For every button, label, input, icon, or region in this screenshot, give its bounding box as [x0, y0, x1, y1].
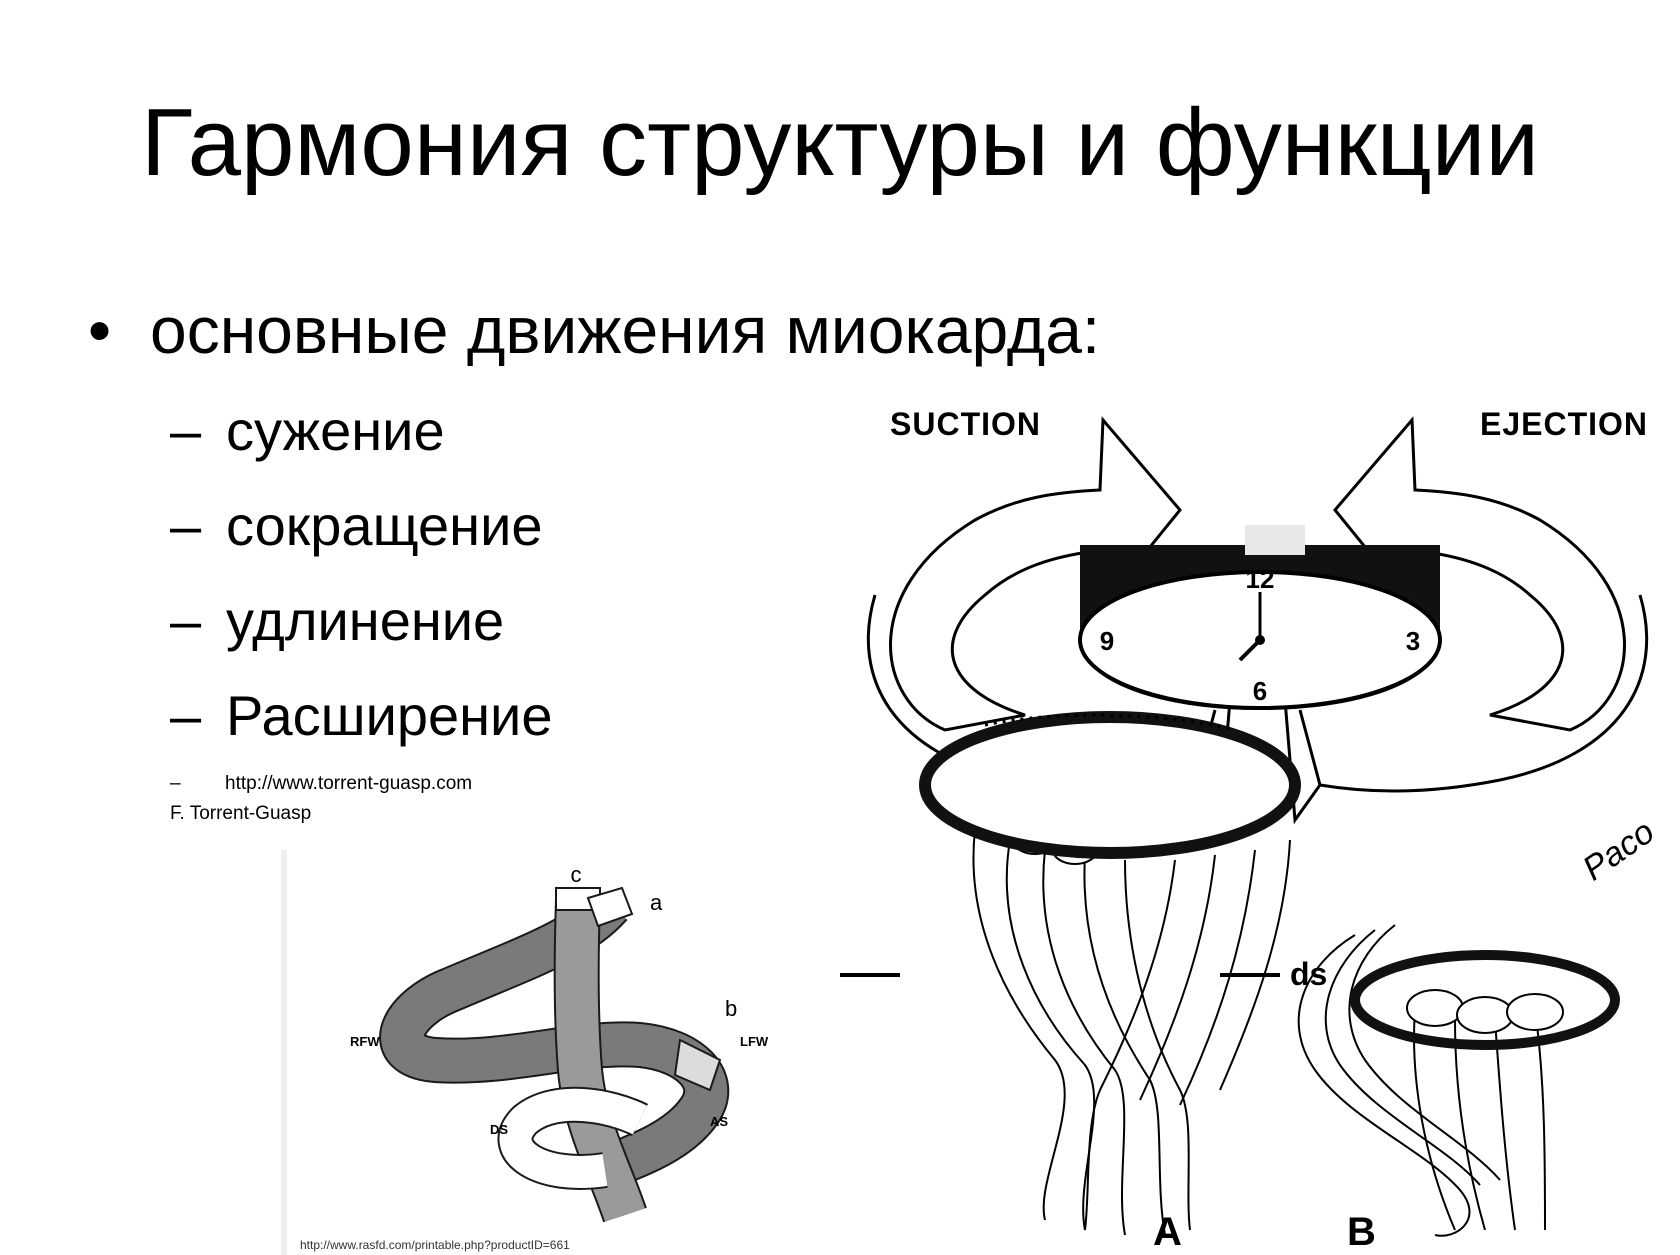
- sub-item: –удлинение: [170, 588, 504, 654]
- sub-item-text: Расширение: [226, 684, 552, 747]
- helical-band-figure: c a b RFW LFW DS AS: [280, 850, 790, 1255]
- artist-signature: Paco: [1576, 813, 1661, 889]
- label-a: a: [650, 890, 663, 915]
- reference-url[interactable]: http://www.torrent-guasp.com: [225, 773, 472, 794]
- sub-item: –Расширение: [170, 683, 552, 749]
- clock-numeral-12: 12: [1246, 564, 1275, 594]
- ejection-label: EJECTION: [1480, 406, 1648, 442]
- clock-numeral-6: 6: [1253, 676, 1267, 706]
- sub-item-text: сужение: [226, 399, 445, 462]
- label-rfw: RFW: [350, 1034, 380, 1049]
- reference-author: F. Torrent-Guasp: [170, 803, 311, 825]
- reference-dash: –: [170, 773, 225, 795]
- clock-numeral-3: 3: [1406, 626, 1420, 656]
- suction-label: SUCTION: [890, 406, 1041, 442]
- panel-b-label: B: [1347, 1210, 1376, 1254]
- sub-item-dash: –: [170, 398, 226, 464]
- main-bullet: •основные движения миокарда:: [88, 290, 1100, 370]
- clock-numeral-9: 9: [1100, 626, 1114, 656]
- sub-item-text: сокращение: [226, 494, 543, 557]
- reference-url-line: –http://www.torrent-guasp.com: [170, 773, 472, 795]
- sub-item-dash: –: [170, 683, 226, 749]
- label-ds: DS: [490, 1122, 508, 1137]
- sub-item: –сужение: [170, 398, 445, 464]
- label-lfw: LFW: [740, 1034, 769, 1049]
- bullet-text: основные движения миокарда:: [150, 293, 1100, 367]
- bullet-dot: •: [88, 290, 150, 370]
- label-b: b: [725, 996, 737, 1021]
- band-figure-credit: http://www.rasfd.com/printable.php?produ…: [300, 1238, 570, 1252]
- sub-item-dash: –: [170, 493, 226, 559]
- label-as: AS: [710, 1114, 728, 1129]
- panel-a-label: A: [1153, 1210, 1182, 1254]
- sub-item: –сокращение: [170, 493, 543, 559]
- clock-icon: 12 3 6 9: [1080, 525, 1440, 710]
- sub-item-text: удлинение: [226, 589, 504, 652]
- slide-title: Гармония структуры и функции: [0, 88, 1680, 198]
- heart-band-b: B: [1299, 925, 1615, 1254]
- heart-mechanics-figure: SUCTION EJECTION 12 3 6 9 as ds A: [835, 400, 1680, 1255]
- sub-item-dash: –: [170, 588, 226, 654]
- label-c: c: [571, 862, 582, 887]
- heart-band-a: as ds A: [835, 715, 1327, 1254]
